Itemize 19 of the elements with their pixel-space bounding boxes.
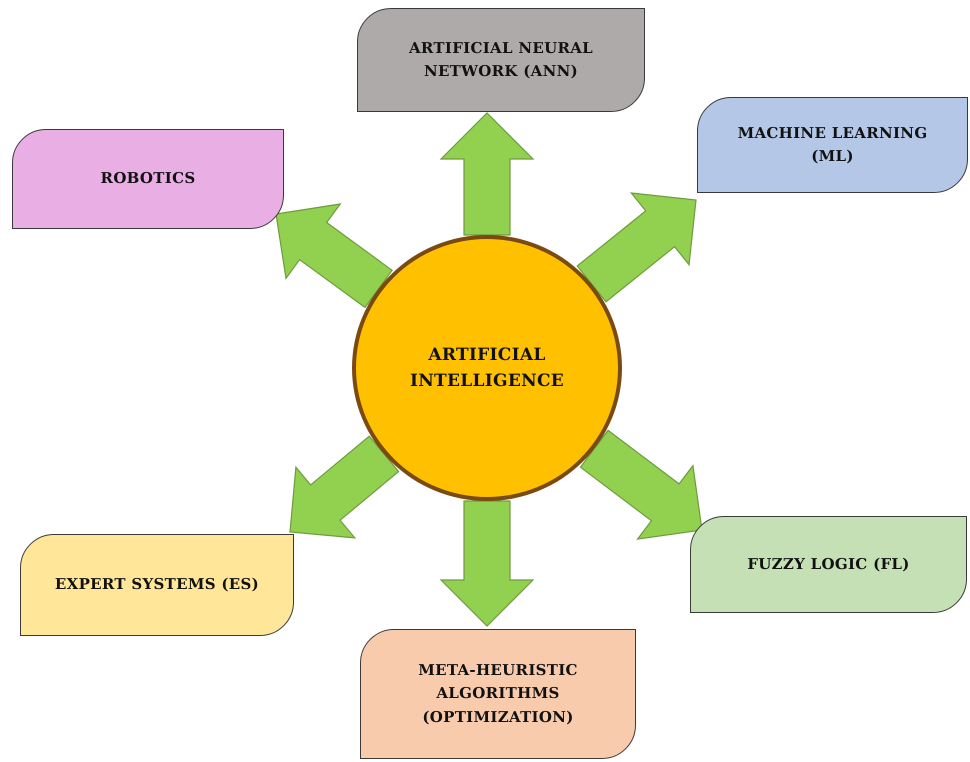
block-arrow xyxy=(440,112,534,236)
topic-box xyxy=(12,129,284,229)
node-label: EXPERT SYSTEMS (ES) xyxy=(54,574,260,596)
node-label: ROBOTICS xyxy=(100,168,196,190)
node-label: META-HEURISTIC ALGORITHMS (OPTIMIZATION) xyxy=(417,660,579,728)
node-label: FUZZY LOGIC (FL) xyxy=(747,554,910,575)
block-arrow xyxy=(275,203,393,308)
block-arrow xyxy=(576,192,697,303)
topic-box xyxy=(357,8,645,112)
topic-box xyxy=(690,516,967,613)
node-label: MACHINE LEARNING (ML) xyxy=(736,122,928,167)
block-arrow xyxy=(580,430,703,540)
topic-box xyxy=(360,629,636,759)
node-label: ARTIFICIAL INTELLIGENCE xyxy=(408,344,566,393)
node-label: ARTIFICIAL NEURAL NETWORK (ANN) xyxy=(408,38,594,82)
topic-box xyxy=(20,534,294,636)
block-arrow xyxy=(289,435,400,539)
topic-box xyxy=(697,97,968,193)
block-arrow xyxy=(440,500,534,627)
